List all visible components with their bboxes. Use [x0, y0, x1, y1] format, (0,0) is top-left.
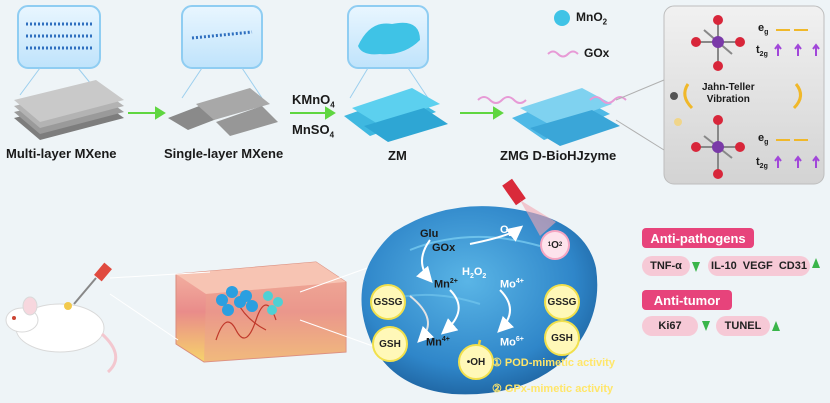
- zoom-line-tumor-b: [299, 319, 385, 351]
- mouse-illustration: [5, 296, 118, 374]
- callout-single-layer: [181, 5, 263, 99]
- label-reagent-2: MnSO4: [292, 122, 335, 140]
- eg-label-bottom: eg: [758, 132, 769, 147]
- pod-activity-label: ① POD-mimetic activity: [492, 357, 615, 369]
- gssg-left-bubble: GSSG: [370, 284, 406, 320]
- label-product: ZMG D-BioHJzyme: [500, 148, 617, 163]
- octahedron-top-icon: [691, 15, 745, 71]
- tnf-pill: TNF-α: [642, 256, 690, 276]
- anti-tumor-badge: Anti-tumor: [642, 290, 732, 310]
- callout-multi-layer: [17, 5, 101, 96]
- gsh-left-bubble: GSH: [372, 326, 408, 362]
- label-multi-layer: Multi-layer MXene: [6, 146, 117, 161]
- mno2-legend-icon: [554, 10, 570, 26]
- zoom-line-bottom: [615, 119, 665, 151]
- tissue-block: [175, 261, 347, 363]
- zoom-line-skin-b: [109, 293, 179, 341]
- label-reagent-1: KMnO4: [292, 92, 335, 110]
- legend-mno2-label: MnO2: [576, 10, 608, 27]
- ki67-pill: Ki67: [642, 316, 698, 336]
- zoom-line-top: [615, 79, 665, 101]
- electron-arrows-icon: [774, 29, 820, 168]
- flashlight-icon: [502, 178, 556, 236]
- octahedron-bottom-icon: [691, 115, 745, 179]
- anti-pathogens-badge: Anti-pathogens: [642, 228, 754, 248]
- injection-needle-icon: [73, 262, 112, 305]
- jahn-teller-panel: [663, 5, 825, 185]
- mn2-label: Mn2+: [434, 278, 458, 291]
- label-zm: ZM: [388, 148, 407, 163]
- zoom-line-skin-a: [109, 271, 211, 279]
- cd31-up-arrow: [812, 258, 820, 268]
- hydroxyl-radical-bubble: •OH: [458, 344, 494, 380]
- zoom-dot-bottom: [674, 118, 682, 126]
- gox-legend-icon: [547, 50, 579, 58]
- mn4-label: Mn4+: [426, 336, 450, 349]
- t2g-label-bottom: t2g: [756, 156, 768, 171]
- eg-label-top: eg: [758, 22, 769, 37]
- zm-sheets: [344, 88, 448, 142]
- zmg-sheets: [477, 88, 627, 146]
- legend-gox-label: GOx: [584, 46, 610, 60]
- outcome-arrows: [692, 258, 820, 331]
- tunel-up-arrow: [772, 321, 780, 331]
- tunel-pill: TUNEL: [716, 316, 770, 336]
- mo6-label: Mo6+: [500, 336, 524, 349]
- gox-mech-label: GOx: [432, 242, 456, 254]
- ki67-down-arrow: [702, 321, 710, 331]
- gsh-right-bubble: GSH: [544, 320, 580, 356]
- zoom-dot-top: [670, 92, 678, 100]
- o2-label: O2: [500, 224, 513, 239]
- h2o2-label: H2O2: [462, 266, 487, 281]
- multi-layer-sheets: [14, 80, 124, 140]
- gssg-right-bubble: GSSG: [544, 284, 580, 320]
- t2g-label-top: t2g: [756, 44, 768, 59]
- label-single-layer: Single-layer MXene: [164, 146, 284, 161]
- tnf-down-arrow: [692, 262, 700, 272]
- flow-arrows: [128, 106, 504, 120]
- gpx-activity-label: ② GPx-mimetic activity: [492, 383, 614, 395]
- glu-label: Glu: [420, 228, 439, 240]
- callout-zm: [347, 5, 429, 99]
- mo4-label: Mo4+: [500, 278, 524, 291]
- single-layer-sheets: [168, 88, 278, 136]
